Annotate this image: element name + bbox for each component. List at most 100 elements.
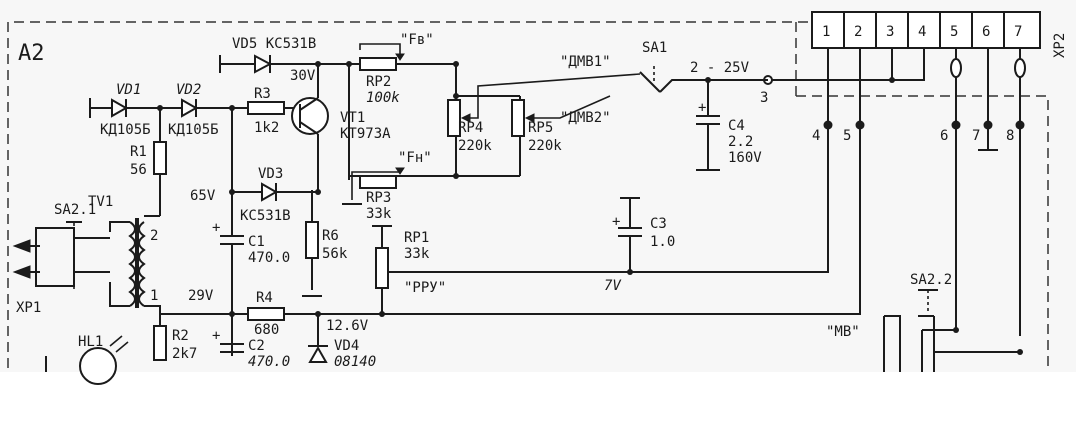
node-label-4: 4	[812, 128, 820, 144]
node-label-8: 8	[1006, 128, 1014, 144]
rp4-name: RP4	[458, 120, 483, 136]
voltage-65v: 65V	[190, 188, 216, 204]
r6-value: 56k	[322, 246, 348, 262]
voltage-2-25v: 2 - 25V	[690, 60, 750, 76]
r4-name: R4	[256, 290, 273, 306]
c4-name: C4	[728, 118, 745, 134]
tv1-transformer	[109, 215, 161, 326]
r1-value: 56	[130, 162, 147, 178]
tv1-name: TV1	[88, 194, 113, 210]
xp2-pin-label: 5	[950, 24, 958, 40]
xp2-pin-label: 3	[886, 24, 894, 40]
vd2-label: VD2	[176, 82, 201, 98]
vd1-type: КД105Б	[100, 122, 151, 138]
rru-label: "РРУ"	[404, 280, 446, 296]
rp1-potentiometer	[372, 225, 392, 317]
tv1-pin2: 2	[150, 228, 158, 244]
rp2-potentiometer	[359, 43, 405, 71]
rp3-name: RP3	[366, 190, 391, 206]
r3-name: R3	[254, 86, 271, 102]
sa2-1-label: SA2.1	[54, 202, 96, 218]
sa1-label: SA1	[642, 40, 667, 56]
vd3-type: KC531B	[240, 208, 291, 224]
vt1-type: KT973A	[340, 126, 391, 142]
plus-sign: +	[698, 100, 706, 116]
node-label-5: 5	[843, 128, 851, 144]
voltage-30v: 30V	[290, 68, 316, 84]
r4-resistor	[160, 307, 378, 321]
xp2-pin-label: 7	[1014, 24, 1022, 40]
c3-value: 1.0	[650, 234, 675, 250]
rp3-potentiometer	[342, 167, 405, 205]
r4-value: 680	[254, 322, 279, 338]
r1-name: R1	[130, 144, 147, 160]
mv-label: "MB"	[826, 324, 860, 340]
rp5-name: RP5	[528, 120, 553, 136]
sa2-1-switch	[12, 221, 110, 290]
vd3-zener	[229, 108, 321, 236]
r1-resistor	[153, 108, 167, 216]
r2-name: R2	[172, 328, 189, 344]
rp4-value: 220k	[458, 138, 492, 154]
voltage-12-6v: 12.6V	[326, 318, 369, 334]
c2-value: 470.0	[248, 354, 290, 370]
vt1-name: VT1	[340, 110, 365, 126]
xp2-pin-label: 6	[982, 24, 990, 40]
plus-sign: +	[212, 220, 220, 236]
r2-resistor	[153, 325, 167, 361]
plus-sign: +	[212, 328, 220, 344]
rp5-value: 220k	[528, 138, 562, 154]
hl1-lamp	[45, 335, 129, 385]
vt1-transistor	[291, 61, 329, 190]
r2-value: 2k7	[172, 346, 197, 362]
hl1-name: HL1	[78, 334, 103, 350]
dmv2-label: "ДМВ2"	[560, 110, 611, 126]
vd4-name: VD4	[334, 338, 359, 354]
dmv1-label: "ДМВ1"	[560, 54, 611, 70]
rp4-rp5-network	[348, 64, 641, 179]
rp1-name: RP1	[404, 230, 429, 246]
c3-capacitor: +	[612, 197, 642, 275]
rp1-value: 33k	[404, 246, 430, 262]
xp2-wiring	[376, 48, 1026, 336]
xp1-label: XP1	[16, 300, 41, 316]
c4-voltage: 160V	[728, 150, 762, 166]
c1-value: 470.0	[248, 250, 290, 266]
node-label-7: 7	[972, 128, 980, 144]
rp2-name: RP2	[366, 74, 391, 90]
vd4-type: 08140	[334, 354, 376, 370]
c2-name: C2	[248, 338, 265, 354]
voltage-7v: 7V	[604, 278, 622, 294]
vd3-name: VD3	[258, 166, 283, 182]
xp2-pin-label: 4	[918, 24, 926, 40]
sa2-2-label: SA2.2	[910, 272, 952, 288]
tv1-pin1: 1	[150, 288, 158, 304]
fv-label: "Fв"	[400, 32, 434, 48]
scan-area	[0, 0, 1076, 372]
rp3-value: 33k	[366, 206, 392, 222]
plus-sign: +	[612, 214, 620, 230]
xp2-pin-label: 2	[854, 24, 862, 40]
vd4-zener	[308, 314, 328, 363]
c4-capacitor: +	[696, 80, 720, 171]
c2-capacitor: +	[212, 328, 244, 353]
c1-name: C1	[248, 234, 265, 250]
c3-name: C3	[650, 216, 667, 232]
vd5-label: VD5 KC531B	[232, 36, 316, 52]
r6-name: R6	[322, 228, 339, 244]
vd1-label: VD1	[116, 82, 141, 98]
xp2-pin-label: 1	[822, 24, 830, 40]
xp2-connector: 1 2 3 4 5 6 7 XP2	[811, 11, 1068, 58]
fn-label: "Fн"	[398, 150, 432, 166]
c1-capacitor: +	[212, 220, 244, 356]
r6-resistor	[302, 190, 322, 297]
node-label-6: 6	[940, 128, 948, 144]
rp2-value: 100k	[366, 90, 400, 106]
voltage-29v: 29V	[188, 288, 214, 304]
r3-value: 1k2	[254, 120, 279, 136]
xp2-label: XP2	[1052, 33, 1068, 58]
vd2-type: КД105Б	[168, 122, 219, 138]
block-label: A2	[18, 41, 45, 66]
c4-value: 2.2	[728, 134, 753, 150]
